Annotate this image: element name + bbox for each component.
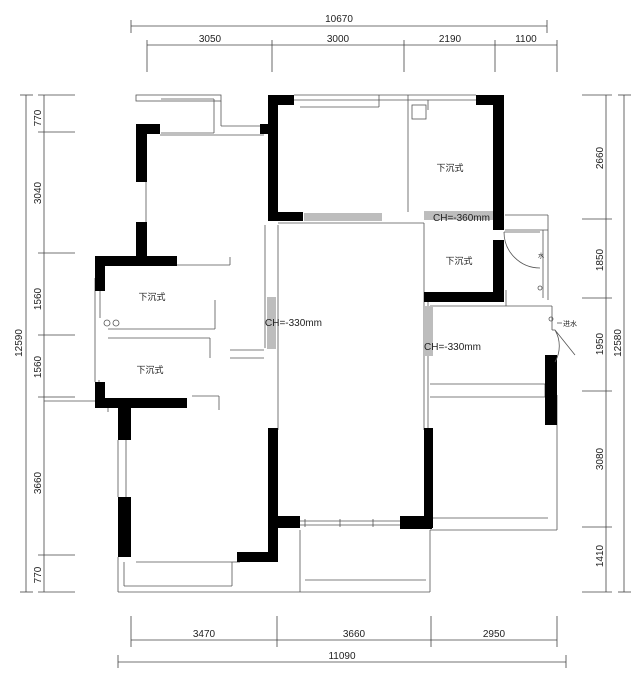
small-annotations: 进水 水 (538, 252, 577, 328)
hatched-openings (267, 212, 498, 356)
sunken-label-left-lower: 下沉式 (136, 364, 163, 375)
left-dimension-3: 1560 (33, 287, 44, 310)
floor-drain-right (112, 319, 120, 327)
tank-label: 水 (538, 252, 544, 260)
ceiling-height-labels: CH=-360mm CH=-330mm CH=-330mm (265, 213, 490, 353)
top-dimension-2: 3000 (327, 34, 350, 45)
ceiling-height-upper-right: CH=-360mm (433, 213, 490, 224)
hatch-hall-door (424, 306, 433, 356)
bottom-overall-dimension: 11090 (328, 651, 356, 662)
door-swing-entrance (554, 329, 576, 363)
drain-entrance (548, 316, 554, 322)
upper-right-fixture (411, 104, 427, 120)
bottom-dimension-2: 3660 (343, 629, 366, 640)
right-dimension-4: 3080 (595, 447, 606, 470)
door-swing-closet (503, 231, 541, 269)
right-dimension-2: 1850 (595, 248, 606, 271)
fixtures (103, 104, 554, 327)
bottom-dimension-1: 3470 (193, 629, 216, 640)
left-dimension-6: 770 (33, 566, 44, 583)
left-dimension-5: 3660 (33, 471, 44, 494)
door-swings (503, 231, 576, 363)
sunken-label-mid-right: 下沉式 (445, 255, 472, 266)
right-overall-dimension: 12580 (613, 329, 624, 357)
right-dimension-chain: 2660 1850 1950 3080 1410 12580 (582, 94, 631, 593)
bottom-dimension-chain: 3470 3660 2950 11090 (117, 616, 567, 668)
right-dimension-3: 1950 (595, 332, 606, 355)
hatch-corridor (267, 297, 276, 349)
thin-wall-outlines (44, 94, 558, 593)
right-dimension-1: 2660 (595, 146, 606, 169)
top-overall-dimension: 10670 (325, 14, 353, 25)
left-dimension-chain: 12590 770 3040 1560 1560 3660 770 (14, 94, 75, 593)
left-dimension-2: 3040 (33, 181, 44, 204)
top-dimension-3: 2190 (439, 34, 462, 45)
room-labels: 下沉式 下沉式 下沉式 下沉式 (136, 162, 472, 375)
water-stub-label: 进水 (563, 319, 577, 328)
left-dimension-4: 1560 (33, 355, 44, 378)
bottom-dimension-3: 2950 (483, 629, 506, 640)
sunken-label-upper-right: 下沉式 (436, 162, 463, 173)
hatch-master-door (304, 213, 382, 221)
left-overall-dimension: 12590 (14, 329, 25, 357)
structural-walls (95, 95, 557, 562)
top-dimension-4: 1100 (515, 34, 537, 45)
drain-closet (537, 285, 543, 291)
floor-drain-left (103, 319, 111, 327)
hatch-upper-right-door (424, 212, 498, 220)
top-dimension-1: 3050 (199, 34, 222, 45)
sunken-label-left-upper: 下沉式 (138, 291, 165, 302)
ceiling-height-right-hall: CH=-330mm (424, 342, 481, 353)
top-dimension-chain: 10670 3050 3000 2190 1100 (130, 14, 558, 72)
ceiling-height-center: CH=-330mm (265, 318, 322, 329)
left-dimension-1: 770 (33, 109, 44, 126)
right-dimension-5: 1410 (595, 544, 606, 567)
